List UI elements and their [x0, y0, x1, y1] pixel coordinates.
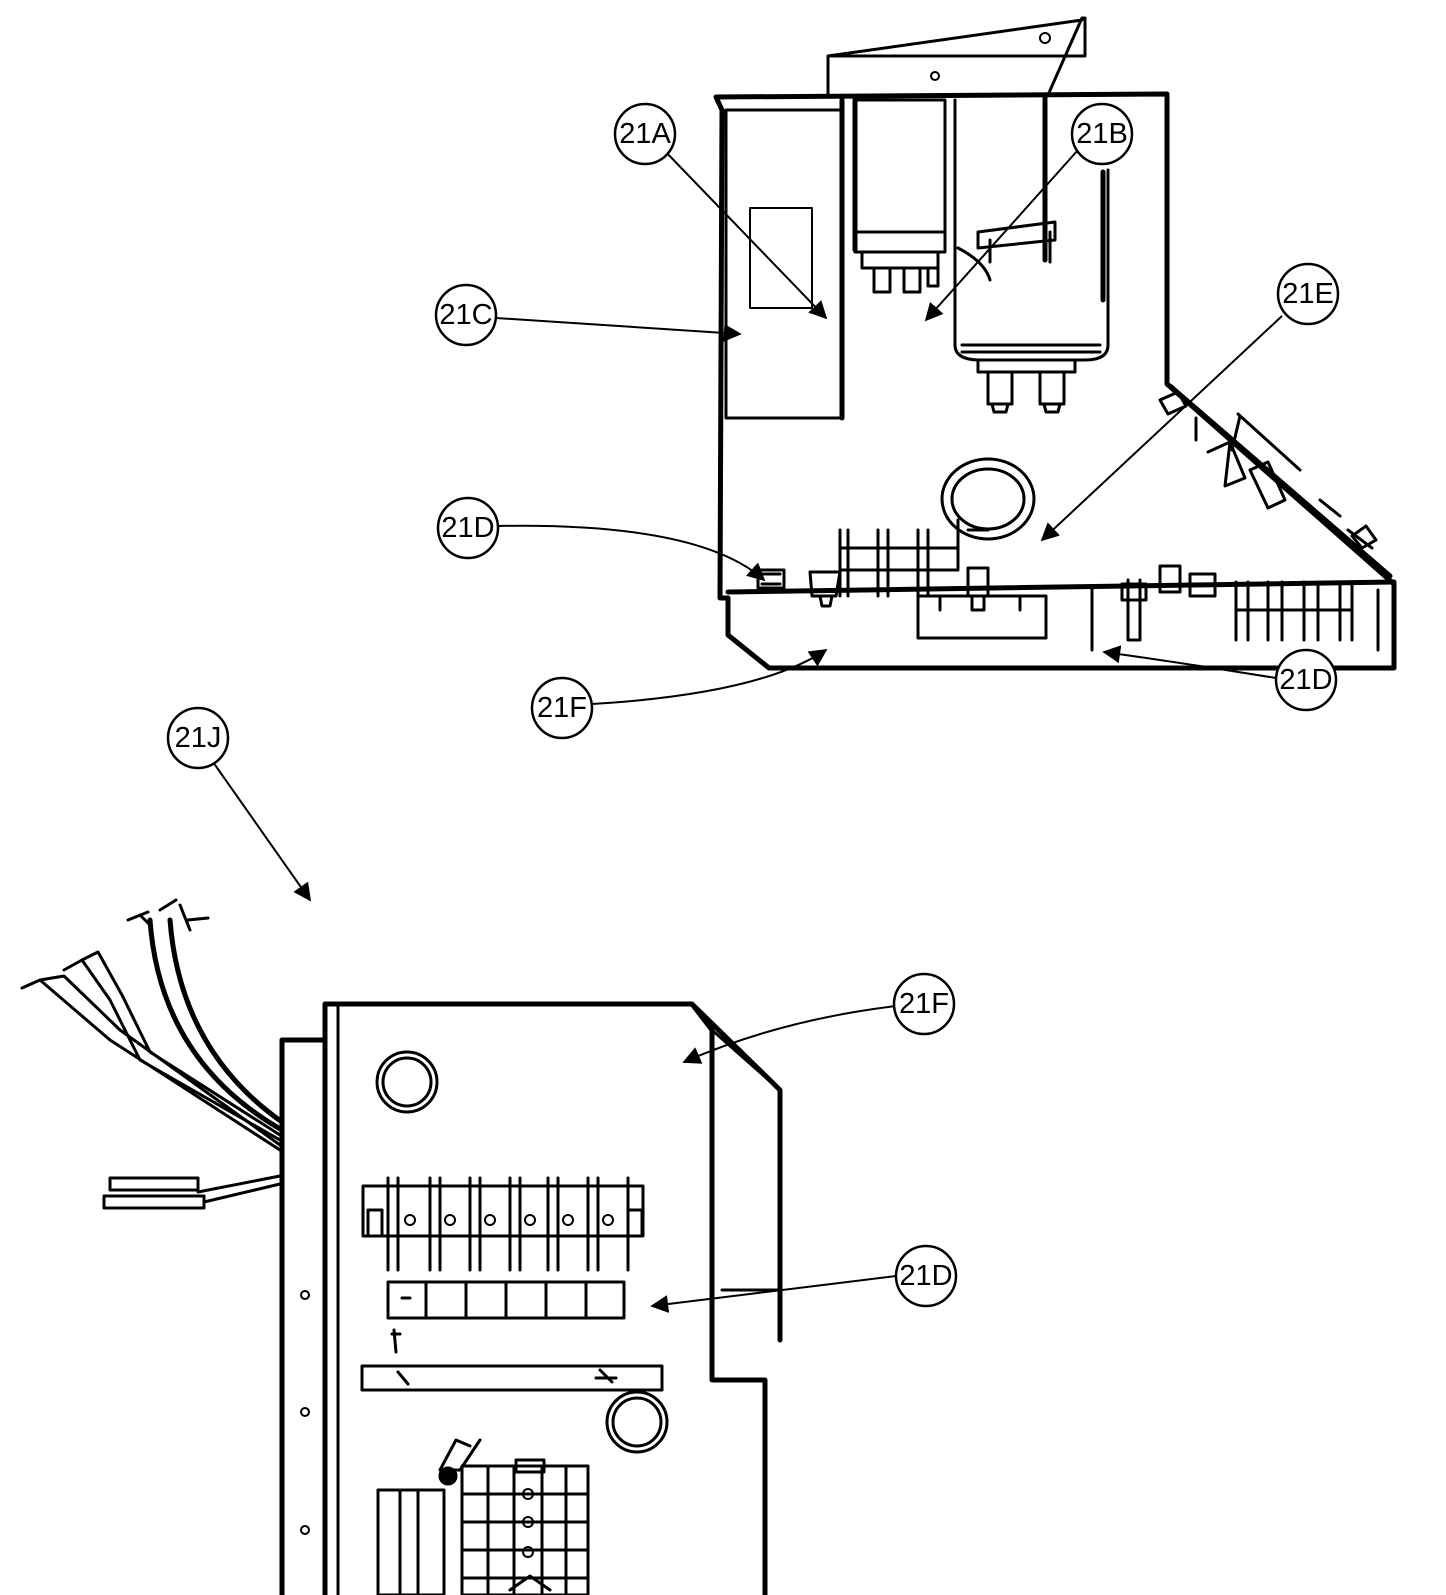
- callout-21D-upper: 21D: [436, 496, 500, 560]
- callout-21A: 21A: [613, 102, 677, 166]
- leader-21D-upper: [495, 524, 766, 582]
- lower-heater-box: [20, 898, 783, 1595]
- leader-21C: [495, 317, 742, 342]
- callout-label-21D-upper: 21D: [441, 512, 494, 544]
- left-side-rail: [279, 1037, 328, 1595]
- callout-21D-right: 21D: [1274, 648, 1338, 712]
- diagonal-terminal-strip: [1158, 383, 1393, 579]
- callout-21D-lower: 21D: [894, 1244, 958, 1308]
- upper-control-box: [713, 16, 1397, 671]
- callout-21C: 21C: [434, 283, 498, 347]
- callout-label-21D-right: 21D: [1279, 664, 1332, 696]
- left-inner-panel: [724, 108, 844, 420]
- shelf-terminal-blocks: [756, 518, 1380, 652]
- contactor: [853, 98, 947, 294]
- label-plate: [749, 207, 813, 309]
- main-panel-outline: [713, 91, 1397, 671]
- callout-21J: 21J: [166, 706, 230, 770]
- leader-21F-lower: [682, 1005, 897, 1064]
- callout-21E: 21E: [1276, 262, 1340, 326]
- upper-terminal-block: [361, 1176, 645, 1354]
- leader-21A: [661, 147, 828, 320]
- callout-label-21E: 21E: [1282, 278, 1334, 310]
- leader-21F-upper: [591, 649, 828, 705]
- callout-label-21F-upper: 21F: [537, 692, 587, 724]
- leader-21D-lower: [650, 1275, 897, 1313]
- leader-21D-right: [1102, 645, 1277, 679]
- leader-21E: [1040, 315, 1283, 542]
- knockout-lower: [605, 1390, 669, 1454]
- callout-label-21D-lower: 21D: [899, 1260, 952, 1292]
- knockout-upper: [375, 1050, 439, 1114]
- callout-21F-upper: 21F: [530, 676, 594, 740]
- wire-harness: [20, 898, 285, 1210]
- ground-bar: [360, 1364, 664, 1392]
- callout-label-21J: 21J: [175, 722, 222, 754]
- leader-21J: [212, 761, 312, 902]
- capacitor: [953, 92, 1110, 414]
- callout-label-21F-lower: 21F: [899, 988, 949, 1020]
- callout-label-21A: 21A: [619, 118, 671, 150]
- callout-21F-lower: 21F: [892, 972, 956, 1036]
- top-bracket: [826, 16, 1087, 97]
- leader-lines: [212, 147, 1283, 1313]
- callout-label-21C: 21C: [439, 299, 492, 331]
- callout-21B: 21B: [1070, 102, 1134, 166]
- callout-label-21B: 21B: [1076, 118, 1128, 150]
- leader-21B: [924, 149, 1079, 322]
- lower-terminal-block: [376, 1438, 590, 1595]
- wire-coil: [940, 457, 1036, 541]
